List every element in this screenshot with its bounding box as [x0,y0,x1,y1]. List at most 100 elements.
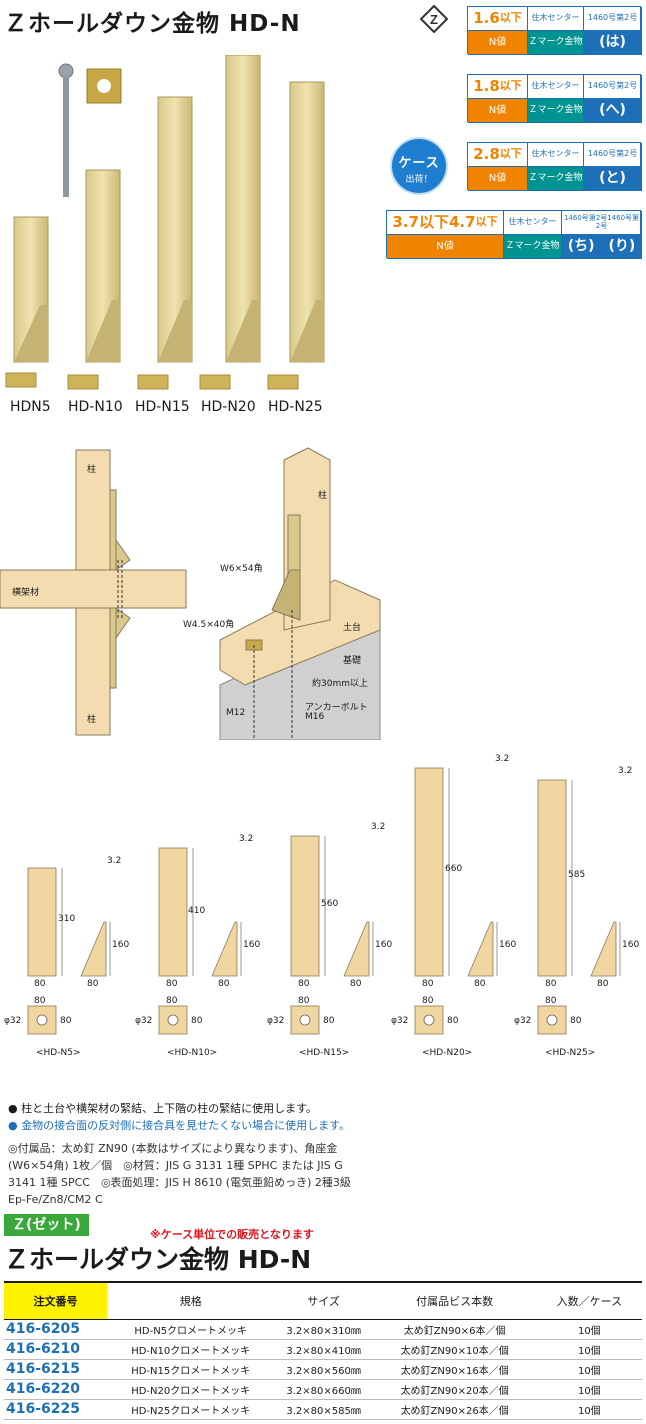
dim-n15-base: 80 [350,979,362,989]
label-hdn5: HDN5 [10,399,51,415]
product-photo [5,55,325,390]
label-depth: 約30mm以上 [312,679,368,689]
dim-n15-width: 80 [298,979,310,989]
spec-cell: HD-N25クロメートメッキ [106,1399,275,1420]
label-washer-w45: W4.5×40角 [183,620,235,630]
note-usage-2: ● 金物の接合面の反対側に接合具を見せたくない場合に使用します。 [8,1119,350,1132]
dim-n10-plate-h: 80 [191,1016,203,1026]
note-spec: ◎付属品：太め釘 ZN90 (本数はサイズにより異なります)、角座金(W6×54… [8,1142,351,1206]
label-sill: 土台 [343,623,362,633]
label-anchor-bolt: アンカーボルト [305,703,368,713]
dim-n5-hole: φ32 [4,1016,22,1026]
z-brand-tag: Ｚ(ゼット) [4,1214,89,1236]
dim-n5-plate-h: 80 [60,1016,72,1026]
table-header: 注文番号 規格 サイズ 付属品ビス本数 入数／ケース [4,1281,642,1320]
qty-cell: 10個 [536,1319,642,1340]
dim-n15-thick: 3.2 [371,822,386,832]
hd-n15-image [137,96,193,390]
case-sale-warning: ※ケース単位での販売となります [150,1228,314,1241]
col-spec: 規格 [106,1281,275,1320]
order-code: 416-6220 [4,1379,107,1400]
hd-n25-image [267,81,325,390]
size-cell: 3.2×80×560㎜ [274,1359,373,1380]
table-row: 416-6210 HD-N10クロメートメッキ 3.2×80×410㎜ 太め釘Z… [4,1339,642,1360]
dim-n20-hole: φ32 [391,1016,409,1026]
dim-n5-height: 310 [58,914,76,924]
label-washer-w6: W6×54角 [220,564,263,574]
caption-hd-n15: <HD-N15> [299,1048,350,1058]
label-m16: M16 [305,712,325,722]
dim-n5-thick: 3.2 [107,856,122,866]
spec-cell: HD-N5クロメートメッキ [106,1319,275,1340]
screws-cell: 太め釘ZN90×6本／個 [372,1319,537,1340]
dim-n20-plate-h: 80 [447,1016,459,1026]
col-order-no: 注文番号 [4,1281,107,1320]
qty-cell: 10個 [536,1339,642,1360]
table-row: 416-6220 HD-N20クロメートメッキ 3.2×80×660㎜ 太め釘Z… [4,1379,642,1400]
dim-n25-width: 80 [545,979,557,989]
caption-hd-n25: <HD-N25> [545,1048,596,1058]
col-size: サイズ [274,1281,373,1320]
section-title: Ｚホールダウン金物 HD-N [4,1245,312,1274]
notes: ● 柱と土台や横架材の緊結、上下階の柱の緊結に使用します。 ● 金物の接合面の反… [8,1100,638,1208]
dim-n15-plate-w: 80 [298,996,310,1006]
dim-n20-gusset: 160 [499,940,517,950]
order-code: 416-6205 [4,1319,107,1340]
qty-cell: 10個 [536,1399,642,1420]
product-labels: HDN5 HD-N10 HD-N15 HD-N20 HD-N25 [0,399,420,417]
z-mark-logo: Z [420,5,448,33]
dim-n10-thick: 3.2 [239,834,254,844]
caption-hd-n20: <HD-N20> [422,1048,473,1058]
dim-n25-base: 80 [597,979,609,989]
table-row: 416-6215 HD-N15クロメートメッキ 3.2×80×560㎜ 太め釘Z… [4,1359,642,1380]
size-cell: 3.2×80×410㎜ [274,1339,373,1360]
label-foundation: 基礎 [343,656,362,666]
dim-n20-base: 80 [474,979,486,989]
dim-n25-height: 585 [568,870,586,880]
dim-n20-thick: 3.2 [495,754,510,764]
svg-text:Z: Z [430,12,438,27]
installation-diagram [0,447,381,740]
size-cell: 3.2×80×585㎜ [274,1399,373,1420]
label-hd-n25: HD-N25 [268,399,323,415]
case-shipping-badge: ケース 出荷！ [392,139,446,193]
label-pillar-right: 柱 [318,491,328,501]
nail-image [58,63,74,197]
spec-cell: HD-N20クロメートメッキ [106,1379,275,1400]
dim-n10-base: 80 [218,979,230,989]
order-code: 416-6215 [4,1359,107,1380]
hd-n10-image [67,169,121,390]
dim-n25-gusset: 160 [622,940,640,950]
dim-n15-gusset: 160 [375,940,393,950]
washer-image [86,68,122,104]
dimension-drawings [27,767,621,1035]
label-pillar-bottom: 柱 [87,715,97,725]
dim-n25-plate-h: 80 [570,1016,582,1026]
page-title: Ｚホールダウン金物 HD-N [4,11,301,37]
order-code: 416-6210 [4,1339,107,1360]
dim-n20-height: 660 [445,864,463,874]
dim-n15-plate-h: 80 [323,1016,335,1026]
spec-cell: HD-N10クロメートメッキ [106,1339,275,1360]
dim-n10-height: 410 [188,906,206,916]
table-row: 416-6225 HD-N25クロメートメッキ 3.2×80×585㎜ 太め釘Z… [4,1399,642,1420]
col-screws: 付属品ビス本数 [372,1281,537,1320]
dim-n20-plate-w: 80 [422,996,434,1006]
dim-n10-hole: φ32 [135,1016,153,1026]
spec-cell: HD-N15クロメートメッキ [106,1359,275,1380]
label-beam: 横架材 [12,588,40,598]
label-hd-n15: HD-N15 [135,399,190,415]
screws-cell: 太め釘ZN90×26本／個 [372,1399,537,1420]
qty-cell: 10個 [536,1359,642,1380]
label-hd-n10: HD-N10 [68,399,123,415]
dim-n25-thick: 3.2 [618,766,633,776]
dim-n10-width: 80 [166,979,178,989]
dim-n25-plate-w: 80 [545,996,557,1006]
hd-n20-image [199,55,261,390]
caption-hd-n5: <HD-N5> [36,1048,81,1058]
